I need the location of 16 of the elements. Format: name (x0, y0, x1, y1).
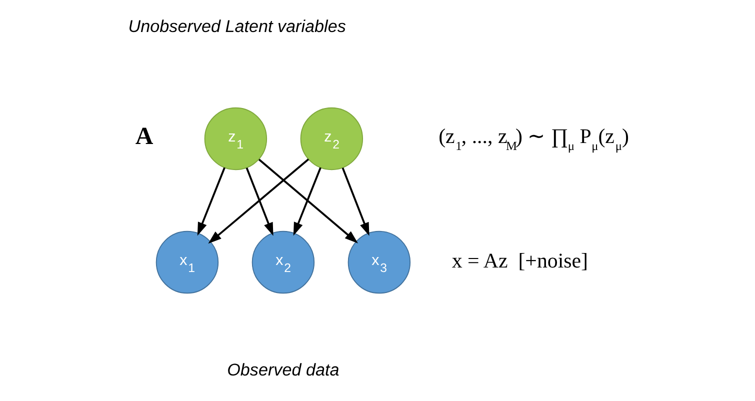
label: Unobserved Latent variables (128, 17, 346, 36)
arrow (341, 168, 369, 236)
label: Observed data (226, 360, 339, 380)
label: x = Az [+noise] (451, 248, 588, 273)
node-circle: z$_{2}$ (300, 107, 363, 170)
node-circle: x$_{1}$ (155, 230, 218, 294)
label: A (134, 122, 153, 150)
arrow (208, 158, 309, 244)
node-circle: x$_{2}$ (251, 230, 314, 294)
arrow (292, 167, 321, 236)
node-circle: x$_{3}$ (347, 230, 410, 294)
arrow (196, 167, 225, 236)
arrow (245, 168, 273, 236)
label: (z$_{1}$, ..., z$_{M}$) ∼ ∏$_{μ}$ P$_{μ}$(z$_{μ}$) (438, 124, 628, 154)
node-circle: z$_{1}$ (204, 107, 267, 170)
arrow (258, 158, 358, 244)
